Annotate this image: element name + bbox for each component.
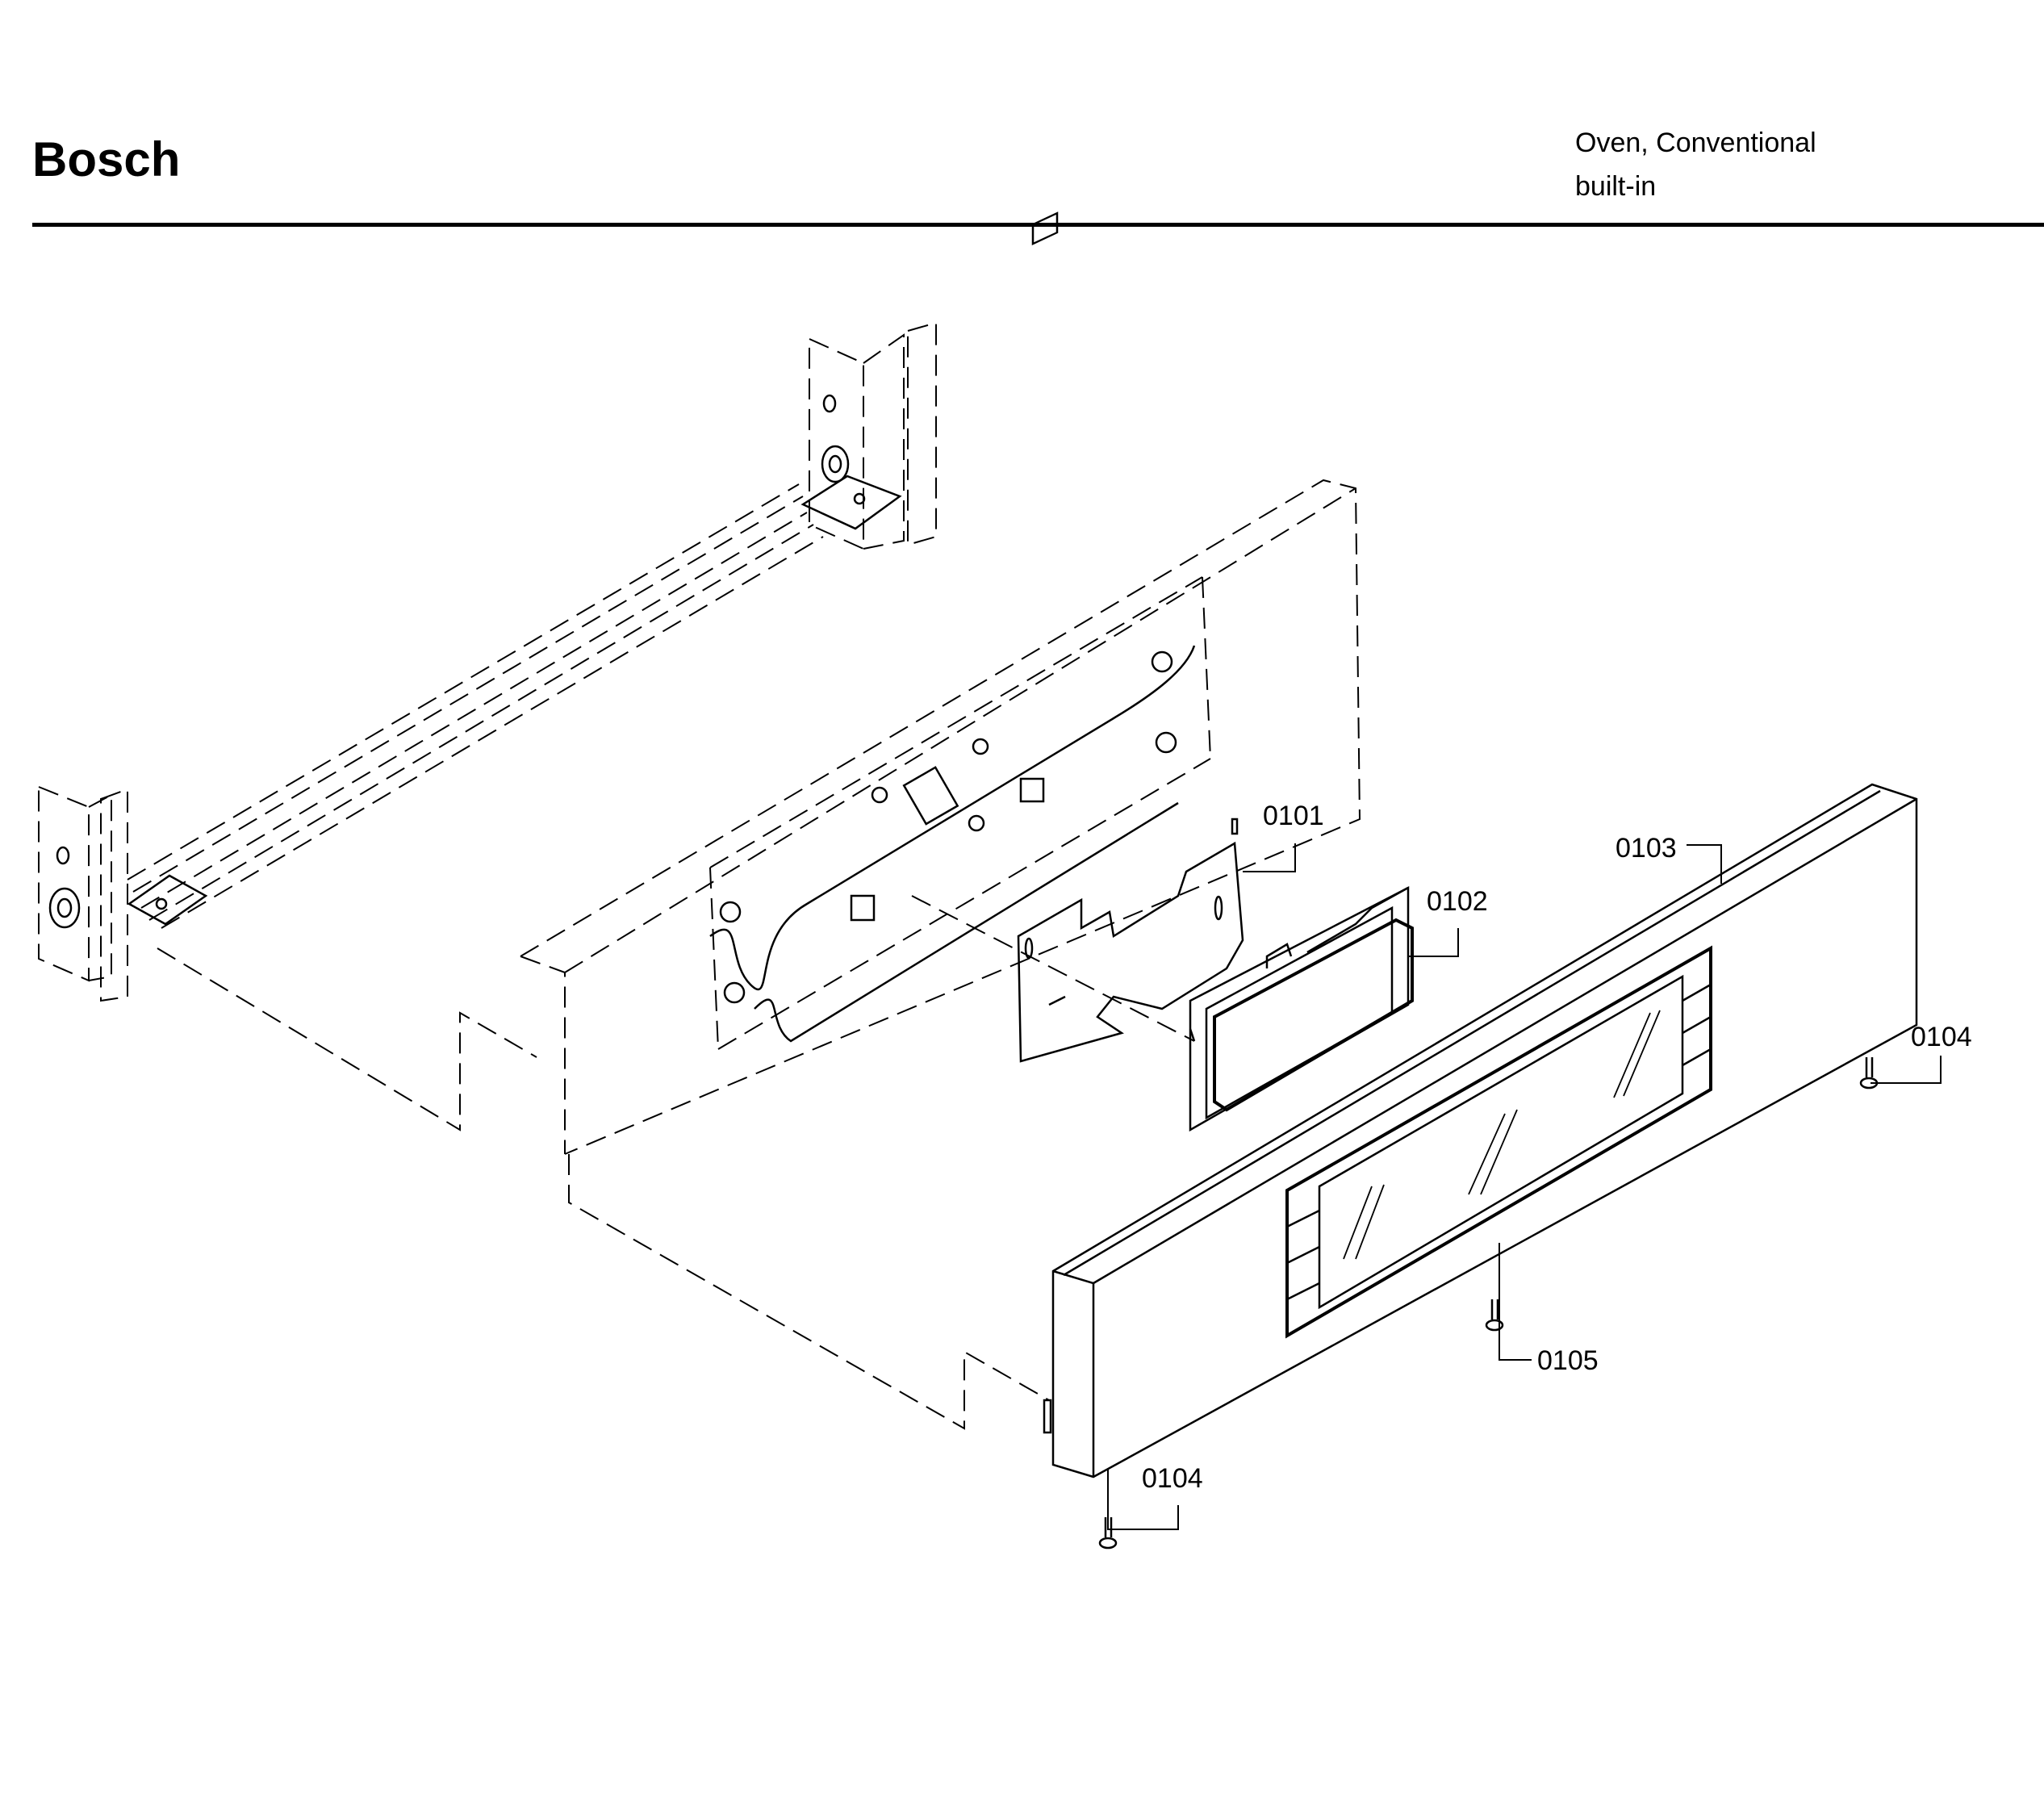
leader-0101 <box>1243 843 1296 872</box>
left-mounting-bracket <box>38 785 208 1002</box>
callout-0104-bottom: 0104 <box>1142 1463 1203 1494</box>
callout-0101: 0101 <box>1263 801 1324 831</box>
callout-0103: 0103 <box>1616 833 1677 864</box>
leader-0103 <box>1687 844 1722 884</box>
screw-0105 <box>1485 1299 1504 1332</box>
leader-0105 <box>1499 1243 1532 1361</box>
product-description: Oven, Conventional built-in <box>1575 121 1816 208</box>
part-0101-plate <box>1017 818 1244 1063</box>
leader-0102 <box>1408 928 1459 957</box>
callout-0102: 0102 <box>1427 886 1488 917</box>
panel-frame <box>520 211 1361 1155</box>
rear-mounting-bracket <box>800 321 937 550</box>
screw-0104-bottom <box>1098 1517 1118 1550</box>
assembly-guide-lines <box>157 895 1195 1430</box>
product-type: Oven, Conventional <box>1575 128 1816 158</box>
part-0103-fascia <box>1043 783 1918 1478</box>
header-rule <box>32 223 2044 227</box>
callout-0105: 0105 <box>1537 1345 1599 1376</box>
side-rail <box>127 483 824 929</box>
product-subtype: built-in <box>1575 171 1657 202</box>
part-0102-module <box>1189 885 1414 1132</box>
callout-0104-right: 0104 <box>1911 1022 1972 1052</box>
brand-name: Bosch <box>32 132 181 186</box>
leader-0104-right <box>1871 1056 1942 1084</box>
leader-0104-bottom <box>1107 1469 1179 1530</box>
